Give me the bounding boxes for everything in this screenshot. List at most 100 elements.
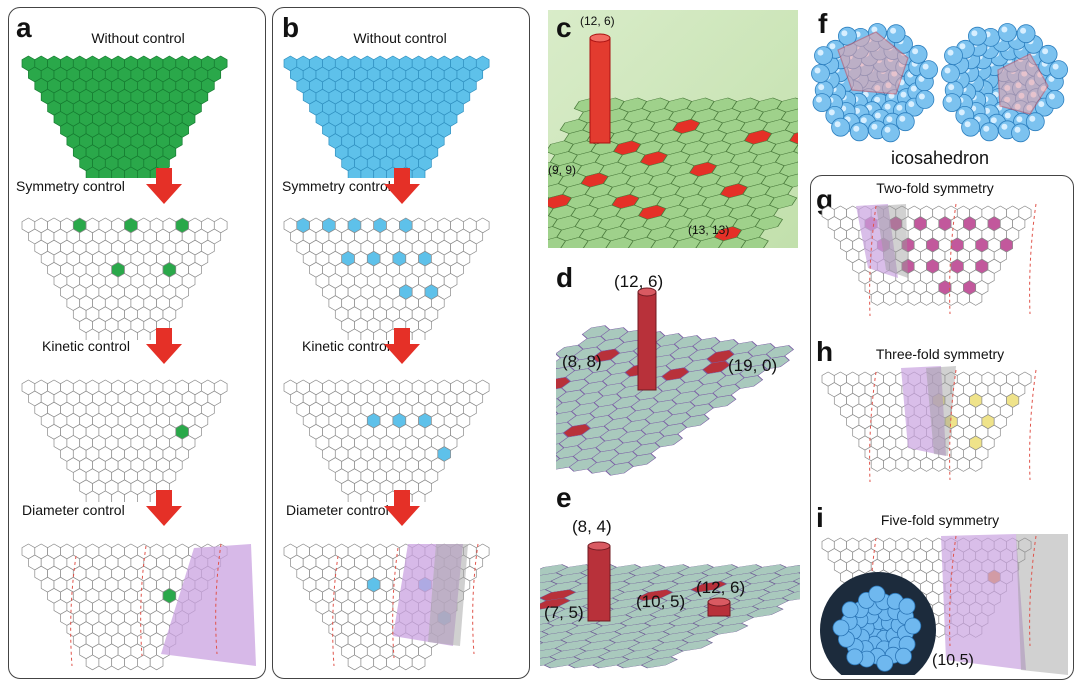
sphere (1017, 25, 1035, 43)
sphere-highlight (946, 97, 952, 103)
sphere (1050, 61, 1068, 79)
sphere (1046, 91, 1064, 109)
panel-e-label-12-6: (12, 6) (696, 578, 745, 598)
panel-b-title-kinetic: Kinetic control (302, 338, 390, 354)
panel-e-label-7-5: (7, 5) (544, 603, 584, 623)
sphere (815, 47, 833, 65)
panel-a-title-without: Without control (18, 30, 258, 46)
panel-f-caption: icosahedron (880, 148, 1000, 169)
panel-c-letter: c (556, 12, 572, 44)
panel-h-grid (816, 364, 1068, 492)
hex-cell (945, 291, 957, 305)
hex-cell (920, 291, 932, 305)
panel-g-title: Two-fold symmetry (815, 180, 1055, 196)
bar-12-6 (638, 292, 656, 390)
sphere-highlight (1049, 94, 1055, 100)
sphere (980, 123, 998, 141)
bar-top (708, 598, 730, 606)
sphere-highlight (899, 116, 905, 122)
hex-cell (908, 291, 920, 305)
panel-b-grid-diameter (278, 536, 523, 671)
sphere-highlight (959, 43, 965, 49)
panel-c-label-9-9: (9, 9) (548, 163, 576, 177)
sphere-highlight (1016, 116, 1022, 122)
sphere (1026, 113, 1044, 131)
sphere (968, 27, 986, 45)
sphere-highlight (971, 30, 977, 36)
sphere-highlight (885, 127, 891, 133)
sphere (1039, 45, 1057, 63)
hex-cell (970, 291, 982, 305)
hex-cell (86, 655, 99, 670)
sphere-highlight (886, 116, 892, 122)
down-arrow-icon (382, 168, 422, 204)
panel-a-title-diameter: Diameter control (22, 502, 125, 518)
sphere (896, 648, 912, 664)
sphere-highlight (1020, 28, 1026, 34)
panel-a-grid-diameter (16, 536, 261, 671)
sphere-highlight (1042, 48, 1048, 54)
hex-cell (361, 655, 374, 670)
panel-a-title-kinetic: Kinetic control (42, 338, 130, 354)
panel-d-label-12-6: (12, 6) (614, 272, 663, 292)
panel-b-grid-kinetic (278, 372, 523, 502)
diameter-line (1030, 370, 1036, 480)
sphere (998, 24, 1016, 42)
hex-cell (112, 655, 125, 670)
hex-cell (412, 655, 425, 670)
sphere-highlight (965, 121, 971, 127)
sphere (1012, 124, 1030, 142)
sphere (905, 618, 921, 634)
hex-cell (348, 655, 361, 670)
sphere-highlight (991, 117, 997, 123)
sphere-highlight (983, 126, 989, 132)
down-arrow-icon (382, 328, 422, 364)
sphere (896, 113, 914, 131)
sphere (842, 602, 858, 618)
sphere-highlight (885, 104, 891, 110)
panel-a-grid-kinetic (16, 372, 261, 502)
sphere-highlight (815, 68, 821, 74)
sphere-highlight (948, 50, 954, 56)
sphere-highlight (861, 117, 867, 123)
sphere-highlight (948, 84, 954, 90)
panel-d-label-19-0: (19, 0) (728, 356, 777, 376)
panel-c-label-12-6: (12, 6) (580, 14, 615, 28)
sphere-highlight (945, 68, 951, 74)
down-arrow-icon (382, 490, 422, 526)
sphere-highlight (959, 109, 965, 115)
hex-cell (957, 457, 969, 471)
hex-cell (884, 291, 896, 305)
sphere-highlight (908, 101, 914, 107)
sphere (962, 118, 980, 136)
panel-e-label-10-5: (10, 5) (636, 592, 685, 612)
sphere (943, 94, 961, 112)
hex-cell (150, 655, 163, 670)
panel-c-surface (548, 10, 798, 248)
sphere-highlight (875, 113, 881, 119)
hex-cell (933, 457, 945, 471)
sphere (882, 124, 900, 142)
sphere (942, 65, 960, 83)
hex-cell (908, 457, 920, 471)
sphere-highlight (912, 48, 918, 54)
hex-cell (896, 457, 908, 471)
sphere (916, 91, 934, 109)
sphere (877, 655, 893, 671)
hex-cell (871, 457, 883, 471)
sphere-highlight (1029, 116, 1035, 122)
sphere (909, 45, 927, 63)
sphere-highlight (896, 105, 902, 111)
sphere-highlight (841, 30, 847, 36)
hex-cell (99, 655, 112, 670)
hex-cell (387, 655, 400, 670)
down-arrow-icon (144, 168, 184, 204)
sphere (832, 118, 850, 136)
sphere-highlight (871, 124, 877, 130)
hex-cell (374, 655, 387, 670)
sphere-highlight (1038, 101, 1044, 107)
sphere-highlight (1015, 127, 1021, 133)
bar-top (590, 34, 610, 42)
sphere (850, 123, 868, 141)
panel-d-label-8-8: (8, 8) (562, 352, 602, 372)
